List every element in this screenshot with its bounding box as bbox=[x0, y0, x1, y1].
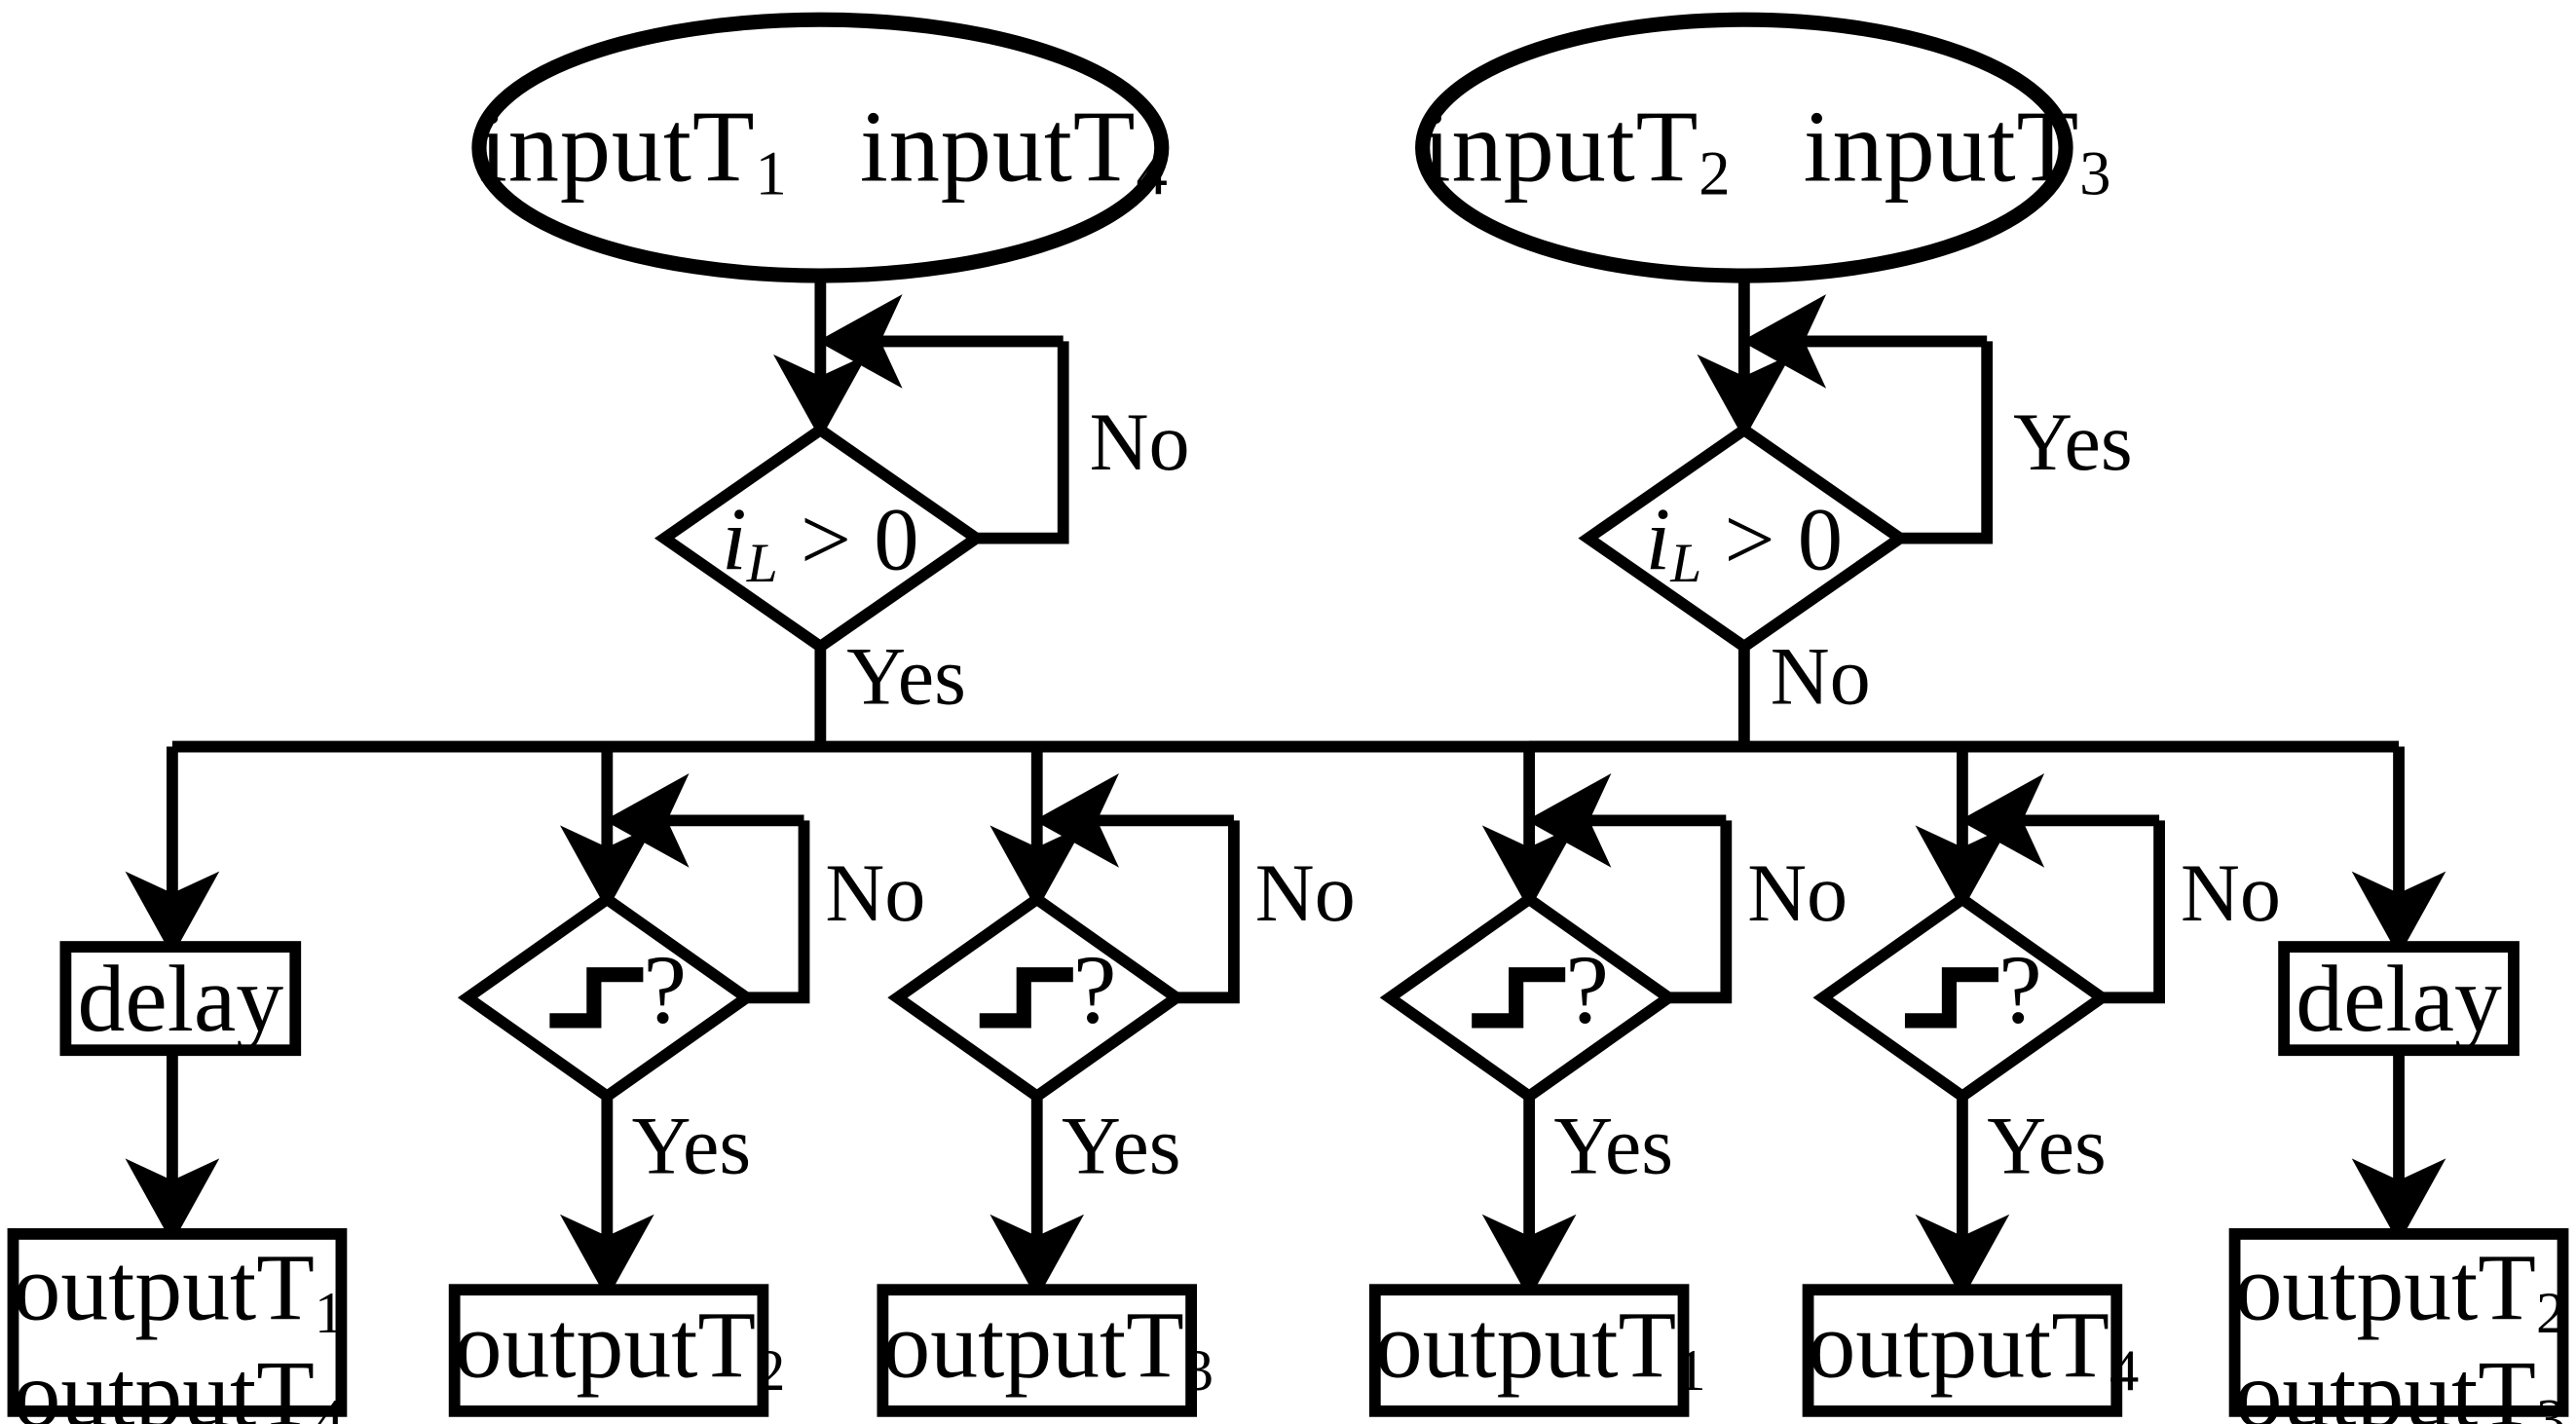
step-diamond-right-1 bbox=[1379, 892, 1679, 1104]
output-box-left-1 bbox=[7, 1228, 348, 1417]
loopback-path-step-left-2 bbox=[1176, 820, 1240, 1004]
step-function-icon bbox=[549, 967, 644, 1029]
loopback-path-step-right-1 bbox=[1668, 820, 1733, 1004]
loopback-path-step-right-2 bbox=[2102, 820, 2165, 1004]
output-box-right-1 bbox=[1368, 1284, 1690, 1417]
decision-diamond-right bbox=[1578, 423, 1911, 654]
step-diamond-left-1 bbox=[457, 892, 757, 1104]
start-ellipse-left bbox=[471, 12, 1170, 283]
step-diamond-left-2 bbox=[887, 892, 1187, 1104]
start-ellipse-right bbox=[1415, 12, 2073, 283]
loopback-path-left-decision bbox=[976, 341, 1069, 544]
output-box-right-3 bbox=[2228, 1228, 2569, 1417]
process-box-delay-right bbox=[2278, 941, 2520, 1057]
output-box-left-3 bbox=[877, 1284, 1197, 1417]
step-function-icon bbox=[1472, 967, 1566, 1029]
loopback-path-right-decision bbox=[1899, 341, 1994, 544]
loopback-path-step-left-1 bbox=[746, 820, 810, 1004]
step-function-icon bbox=[1904, 967, 1998, 1029]
output-box-left-2 bbox=[448, 1284, 769, 1417]
step-diamond-right-2 bbox=[1812, 892, 2112, 1104]
process-box-delay-left bbox=[59, 941, 302, 1057]
step-function-icon bbox=[979, 967, 1073, 1029]
decision-diamond-left bbox=[653, 423, 987, 654]
output-box-right-2 bbox=[1802, 1284, 2123, 1417]
